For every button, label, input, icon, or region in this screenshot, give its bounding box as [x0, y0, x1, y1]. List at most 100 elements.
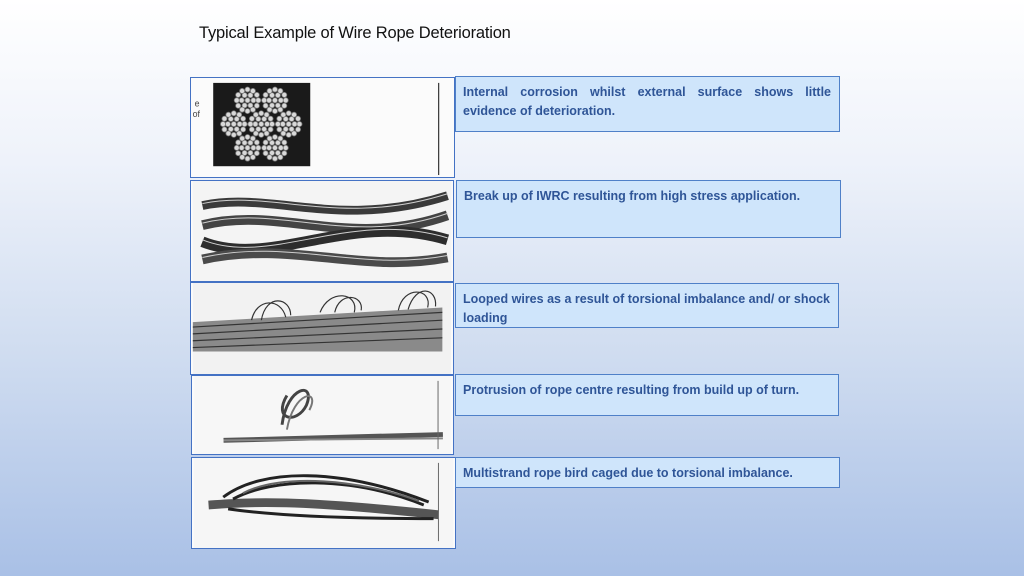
wire-strand-dot	[272, 155, 278, 162]
wire-strand-dot	[238, 97, 245, 104]
wire-strand-dot	[262, 139, 269, 146]
wire-strand-dot	[241, 92, 248, 99]
fragment-text-1: e	[195, 98, 200, 108]
wire-strand-dot	[280, 111, 287, 118]
wire-strand-dot	[247, 149, 254, 156]
looped-wires-image	[190, 282, 454, 375]
wire-strand-dot	[277, 135, 284, 142]
wire-strand-dot	[239, 106, 246, 113]
wire-strand-dot	[274, 92, 281, 99]
wire-strand-dot	[266, 106, 273, 113]
wire-strand-dot	[235, 150, 242, 157]
wire-strand-dot	[281, 91, 288, 98]
wire-strand-dot	[269, 121, 275, 128]
wire-strand-dot	[277, 88, 284, 94]
wire-strand-dot	[252, 111, 259, 118]
wire-strand-dot	[233, 97, 240, 104]
wire-strand-dot	[269, 149, 275, 156]
wire-strand-dot	[269, 139, 275, 146]
wire-strand-dot	[295, 126, 301, 133]
wire-strand-dot	[274, 139, 281, 146]
fragment-text-2: of	[193, 109, 201, 119]
wire-strand-dot	[282, 116, 289, 122]
wire-strand-dot	[269, 92, 275, 99]
wire-strand-dot	[296, 121, 303, 128]
wire-strand-dot	[236, 111, 243, 118]
wire-strand-dot	[227, 126, 234, 133]
wire-strand-dot	[233, 126, 240, 133]
wire-strand-dot	[255, 116, 262, 122]
wire-strand-dot	[235, 102, 242, 109]
wire-strand-dot	[267, 115, 274, 122]
wire-strand-dot	[233, 116, 240, 122]
caption-text-4: Protrusion of rope centre resulting from…	[463, 383, 800, 397]
wire-strand-dot	[285, 110, 292, 117]
caption-text-3: Looped wires as a result of torsional im…	[463, 292, 830, 325]
caption-text-5: Multistrand rope bird caged due to torsi…	[463, 466, 793, 480]
wire-strand-dot	[272, 134, 278, 140]
wire-strand-dot	[263, 130, 270, 137]
wire-strand-dot	[274, 149, 281, 156]
wire-strand-dot	[221, 126, 228, 133]
rope-cross-section-icon: e of	[193, 82, 440, 176]
wire-strand-dot	[258, 121, 265, 128]
wire-strand-dot	[261, 126, 268, 133]
wire-strand-dot	[255, 97, 262, 104]
wire-strand-dot	[272, 108, 278, 115]
wire-strand-dot	[263, 111, 270, 118]
bird-caged-image	[191, 457, 456, 549]
wire-strand-dot	[249, 88, 256, 94]
caption-box-2: Break up of IWRC resulting from high str…	[456, 180, 841, 238]
wire-strand-dot	[241, 102, 248, 109]
wire-strand-dot	[261, 97, 268, 104]
wire-strand-dot	[238, 144, 245, 151]
wire-strand-dot	[241, 139, 248, 146]
wire-strand-dot	[240, 126, 247, 133]
wire-strand-dot	[248, 126, 255, 133]
wire-strand-dot	[240, 115, 247, 122]
wire-strand-dot	[244, 97, 251, 104]
wire-strand-dot	[266, 88, 273, 94]
rope-cross-section-image: e of	[190, 77, 455, 178]
wire-strand-dot	[227, 116, 234, 122]
twisted-rope-image	[190, 180, 454, 282]
protruding-core-rope-icon	[194, 376, 451, 454]
wire-strand-dot	[276, 126, 283, 133]
wire-strand-dot	[236, 130, 243, 137]
twisted-rope-icon	[192, 181, 452, 281]
wire-strand-dot	[291, 130, 298, 137]
wire-strand-dot	[277, 154, 284, 161]
wire-strand-dot	[262, 150, 269, 157]
wire-strand-dot	[281, 139, 288, 146]
wire-strand-dot	[291, 121, 298, 128]
wire-strand-dot	[288, 116, 295, 122]
wire-strand-dot	[241, 149, 248, 156]
wire-strand-dot	[281, 150, 288, 157]
wire-strand-dot	[266, 135, 273, 142]
wire-strand-dot	[249, 135, 256, 142]
wire-strand-dot	[258, 131, 265, 138]
wire-strand-dot	[220, 121, 226, 128]
wire-strand-dot	[249, 154, 256, 161]
wire-strand-dot	[233, 144, 240, 151]
wire-strand-dot	[274, 121, 281, 128]
wire-strand-dot	[272, 144, 278, 151]
wire-strand-dot	[269, 102, 275, 109]
wire-strand-dot	[264, 121, 271, 128]
caption-text-1: Internal corrosion whilst external surfa…	[463, 85, 831, 118]
wire-strand-dot	[247, 102, 254, 109]
wire-strand-dot	[244, 86, 251, 93]
wire-strand-dot	[253, 91, 260, 98]
wire-strand-dot	[255, 144, 262, 151]
wire-strand-dot	[244, 155, 251, 162]
wire-strand-dot	[252, 121, 259, 128]
wire-strand-dot	[236, 121, 243, 128]
caption-box-5: Multistrand rope bird caged due to torsi…	[455, 457, 840, 488]
slide-title: Typical Example of Wire Rope Deteriorati…	[199, 24, 511, 42]
wire-strand-dot	[272, 97, 278, 104]
wire-strand-dot	[252, 130, 259, 137]
wire-strand-dot	[253, 139, 260, 146]
wire-strand-dot	[235, 139, 242, 146]
wire-strand-dot	[239, 135, 246, 142]
wire-strand-dot	[250, 97, 257, 104]
